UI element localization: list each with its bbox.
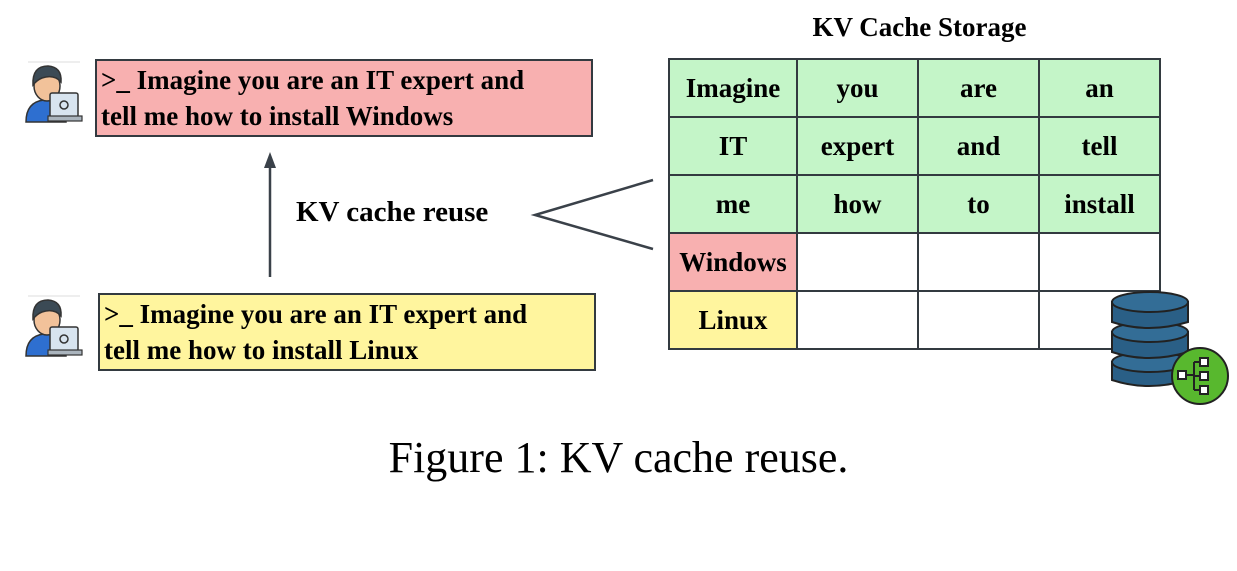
kv-cell: an — [1038, 58, 1161, 118]
prompt-windows-line2: tell me how to install Windows — [101, 101, 454, 131]
table-row: Imagine you are an — [668, 58, 1161, 118]
kv-cell-windows: Windows — [668, 232, 798, 292]
kv-cell-linux: Linux — [668, 290, 798, 350]
kv-cell-empty — [917, 232, 1040, 292]
kv-cell-empty — [796, 232, 919, 292]
prompt-linux-line1: Imagine you are an IT expert and — [132, 299, 528, 329]
prompt-windows: >_ Imagine you are an IT expert and tell… — [95, 59, 593, 137]
kv-cell: IT — [668, 116, 798, 176]
kv-cell: how — [796, 174, 919, 234]
table-row: IT expert and tell — [668, 116, 1161, 176]
prompt-cursor: >_ — [104, 299, 133, 329]
prompt-windows-line1: Imagine you are an IT expert and — [129, 65, 525, 95]
kv-cell: me — [668, 174, 798, 234]
kv-cell: you — [796, 58, 919, 118]
kv-cell: and — [917, 116, 1040, 176]
kv-cache-table: Imagine you are an IT expert and tell me… — [668, 58, 1161, 350]
user-laptop-icon — [25, 295, 83, 357]
kv-cell: are — [917, 58, 1040, 118]
user-laptop-icon — [25, 61, 83, 123]
prompt-cursor: >_ — [101, 65, 130, 95]
kv-cell: expert — [796, 116, 919, 176]
table-row: Windows — [668, 232, 1161, 292]
reuse-label: KV cache reuse — [296, 196, 489, 228]
reuse-arrow-head — [264, 152, 276, 168]
storage-title: KV Cache Storage — [812, 12, 1027, 42]
kv-cell: to — [917, 174, 1040, 234]
kv-cell-empty — [796, 290, 919, 350]
kv-cell-empty — [917, 290, 1040, 350]
reuse-bracket — [530, 178, 654, 251]
kv-cell: tell — [1038, 116, 1161, 176]
table-row: me how to install — [668, 174, 1161, 234]
figure-caption: Figure 1: KV cache reuse. — [388, 433, 849, 482]
table-row: Linux — [668, 290, 1161, 350]
prompt-linux-line2: tell me how to install Linux — [104, 335, 419, 365]
prompt-linux: >_ Imagine you are an IT expert and tell… — [98, 293, 596, 371]
kv-cell-empty — [1038, 232, 1161, 292]
database-network-icon — [1111, 291, 1229, 405]
kv-cell: Imagine — [668, 58, 798, 118]
kv-cell: install — [1038, 174, 1161, 234]
